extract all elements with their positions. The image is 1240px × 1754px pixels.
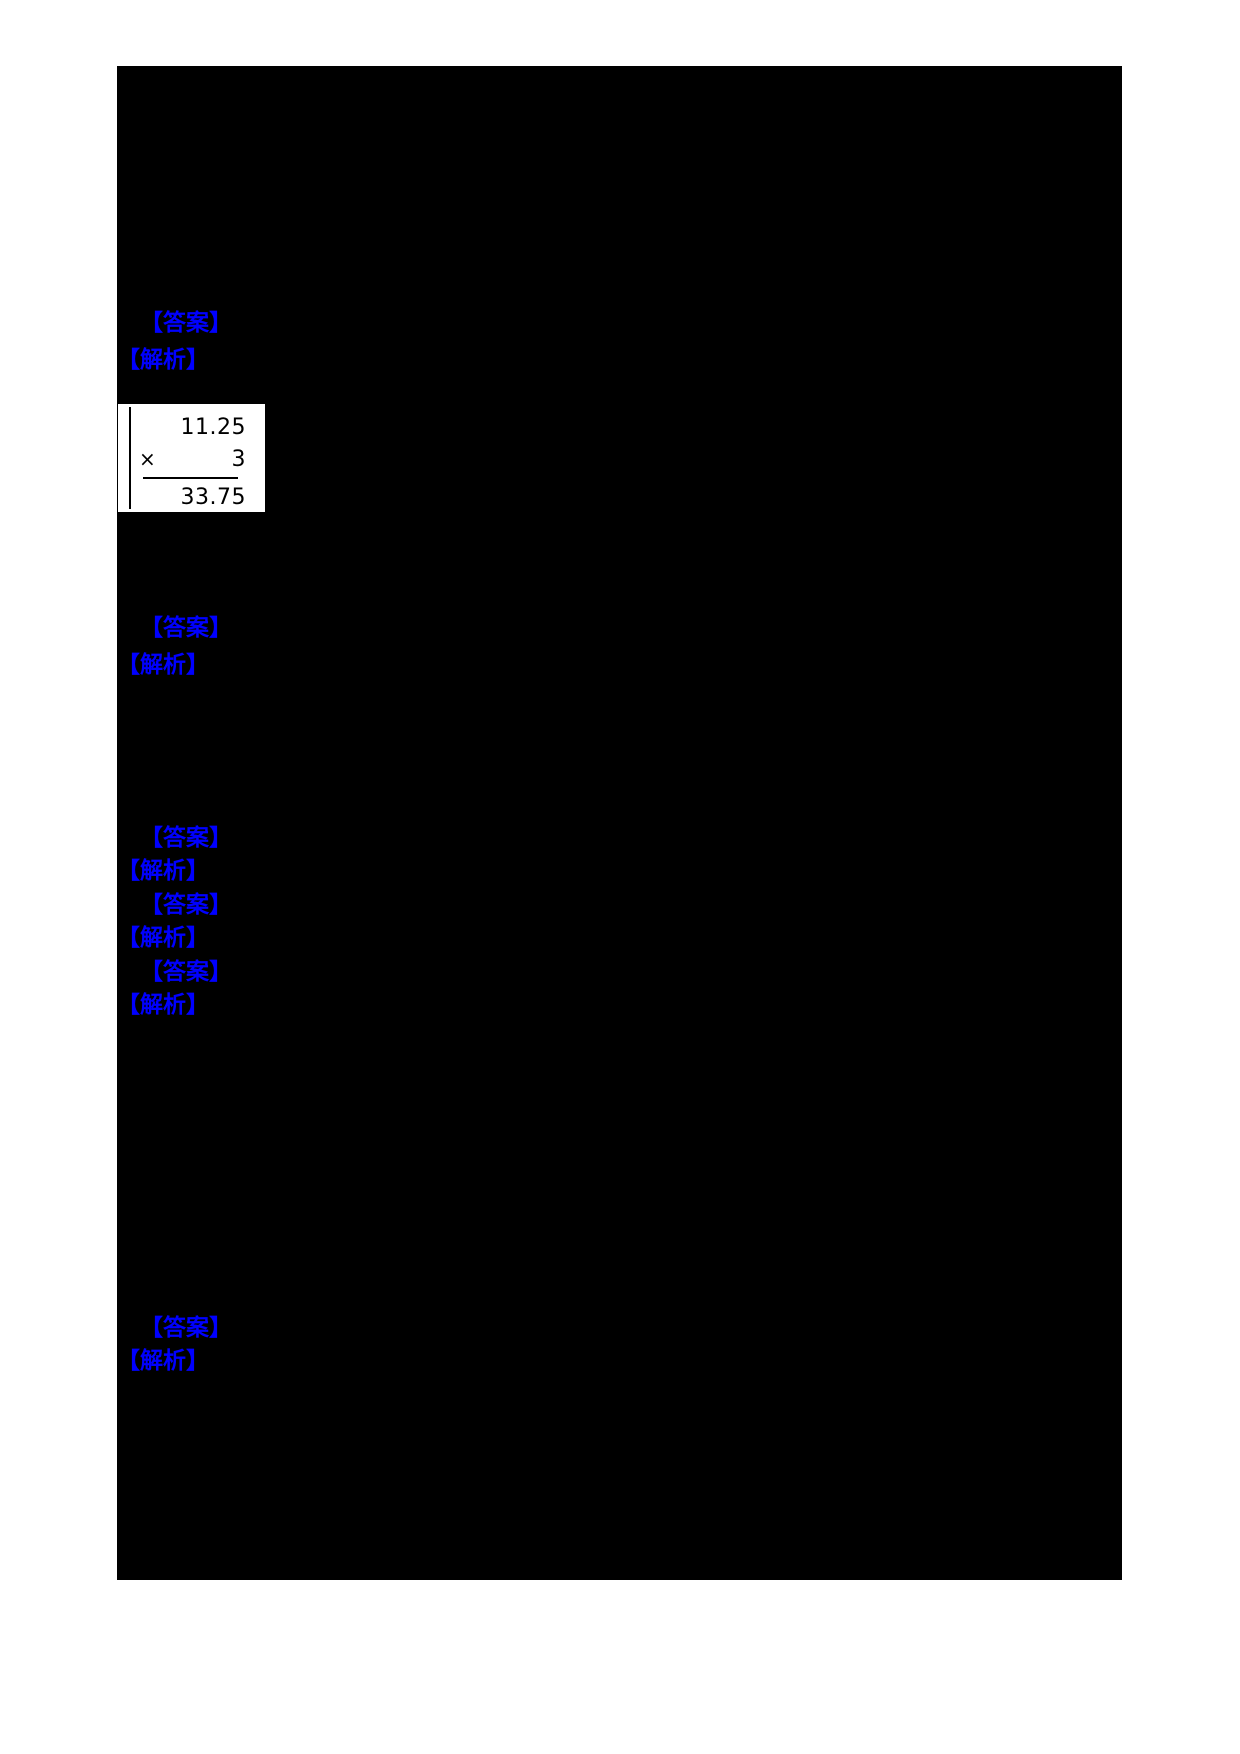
marker-analysis: 【解析】 [117,652,209,678]
vertical-multiplication-frame: 11.25 × 3 33.75 [129,407,260,510]
vertical-multiplication-figure: 11.25 × 3 33.75 [118,404,265,512]
multiplicand-row: 11.25 [131,411,260,443]
marker-analysis: 【解析】 [117,858,209,884]
multiplicand-value: 11.25 [180,414,246,440]
product-value: 33.75 [180,484,246,510]
document-body: 【答案】【解析】【答案】【解析】【答案】【解析】【答案】【解析】【答案】【解析】… [117,66,1122,1580]
product-row: 33.75 [131,481,260,513]
marker-answer: 【答案】 [140,1315,232,1341]
marker-answer: 【答案】 [140,892,232,918]
multiply-icon: × [139,447,156,471]
marker-analysis: 【解析】 [117,925,209,951]
marker-answer: 【答案】 [140,825,232,851]
marker-analysis: 【解析】 [117,347,209,373]
marker-answer: 【答案】 [140,959,232,985]
marker-answer: 【答案】 [140,310,232,336]
calculation-rule-divider [143,477,238,479]
marker-analysis: 【解析】 [117,992,209,1018]
multiplier-value: 3 [231,446,246,472]
marker-answer: 【答案】 [140,615,232,641]
marker-analysis: 【解析】 [117,1348,209,1374]
multiplier-row: × 3 [131,443,260,475]
